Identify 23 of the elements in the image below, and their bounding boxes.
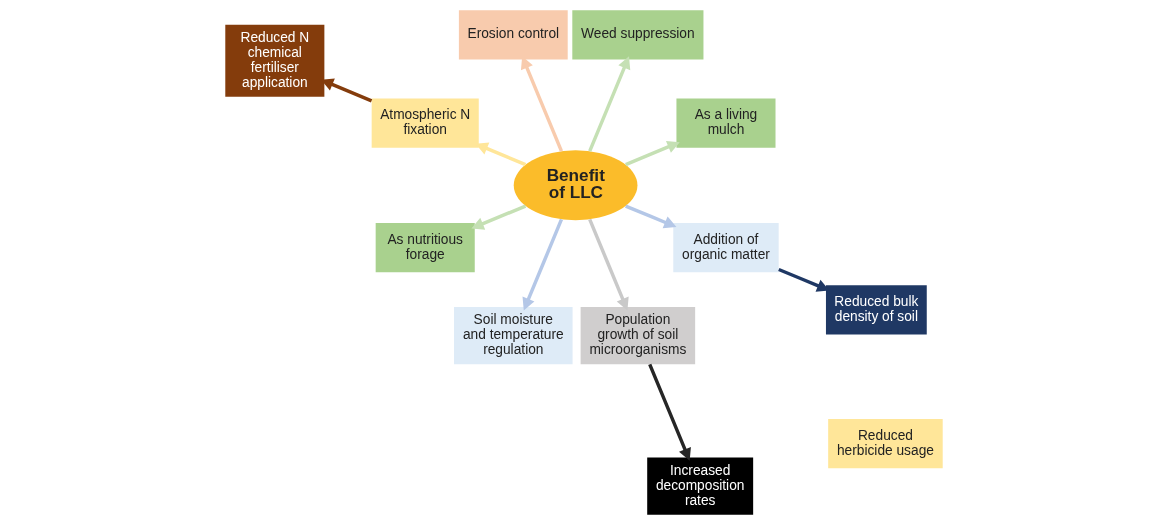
arrow xyxy=(471,204,527,230)
node-box: Population growth of soil microorganisms xyxy=(580,307,696,365)
arrow xyxy=(321,78,373,103)
node-box: Reduced N chemical fertiliser application xyxy=(225,24,325,97)
node-box: Reduced bulk density of soil xyxy=(825,285,927,335)
node-box: Soil moisture and temperature regulation xyxy=(454,307,573,365)
node-box: As a living mulch xyxy=(676,98,776,148)
arrow xyxy=(625,140,680,167)
arrow xyxy=(588,218,629,311)
arrow xyxy=(522,218,564,311)
arrow xyxy=(520,56,564,152)
arrow xyxy=(588,56,631,152)
node-box: Reduced herbicide usage xyxy=(828,419,943,469)
node-box: As nutritious forage xyxy=(375,222,475,273)
node-ellipse: Benefit of LLC xyxy=(513,150,638,221)
node-box: Erosion control xyxy=(458,10,568,60)
node-box: Weed suppression xyxy=(572,10,704,60)
node-box: Addition of organic matter xyxy=(673,222,779,273)
node-box: Atmospheric N fixation xyxy=(371,98,479,148)
arrow xyxy=(475,142,527,167)
arrow xyxy=(625,204,677,229)
node-box: Increased decomposition rates xyxy=(647,457,754,515)
arrow xyxy=(648,363,691,461)
